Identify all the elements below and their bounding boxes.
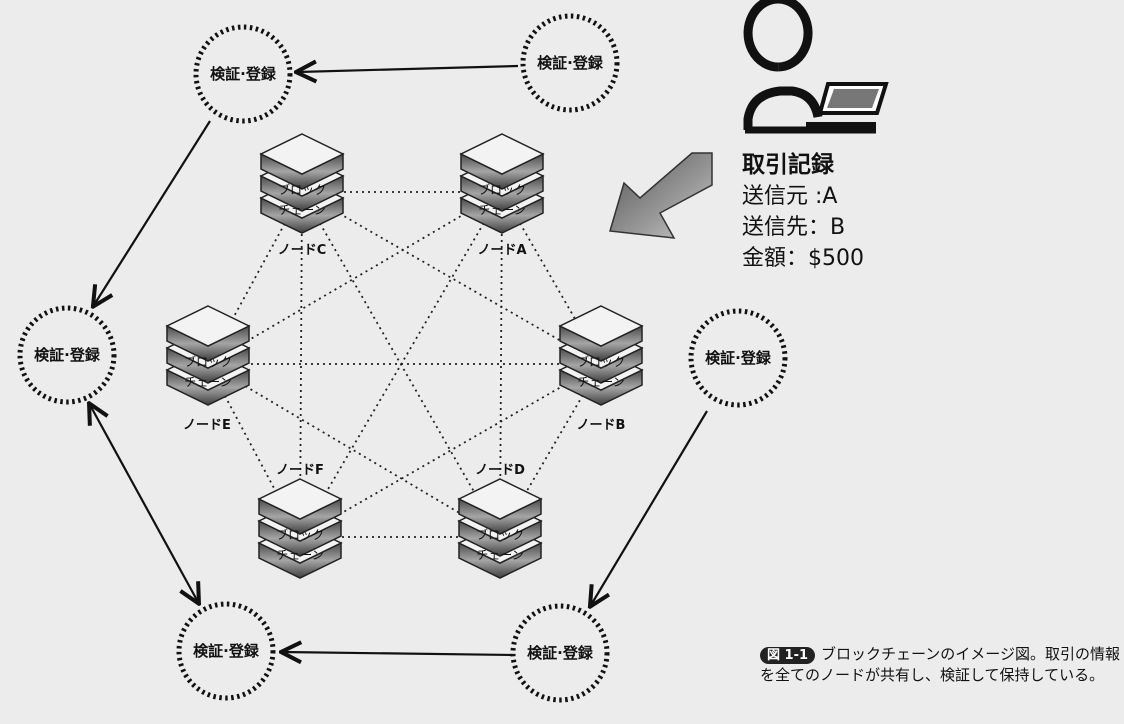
stack-label-chain: チェーン [276,548,323,562]
node-label-c: ノードC [278,243,327,258]
node-label-b: ノードB [577,418,626,433]
arrow-right-to-bottom-right [591,410,708,605]
transaction-sender: 送信元 :A [742,184,838,209]
stack-label-block: ブロック [476,527,524,542]
stack-label-chain: チェーン [577,375,624,389]
verify-label: 検証·登録 [34,346,101,364]
stack-label-block: ブロック [577,354,625,369]
connection-c-d [301,191,501,538]
verify-label: 検証·登録 [537,54,604,72]
stack-label-block: ブロック [478,182,526,197]
node-b-stack: ブロックチェーン [558,305,644,406]
node-c-stack: ブロックチェーン [259,133,345,234]
node-e-stack: ブロックチェーン [165,305,251,406]
verify-label: 検証·登録 [210,65,277,83]
transaction-title: 取引記録 [742,152,834,178]
connection-b-c [301,191,602,365]
arrow-bottom-right-to-bottom-left [283,652,513,655]
connection-d-e [207,363,501,538]
blockchain-nodes: ブロックチェーンブロックチェーンブロックチェーンブロックチェーンブロックチェーン… [165,133,644,579]
node-d-stack: ブロックチェーン [457,478,543,579]
verify-circle-top-left: 検証·登録 [193,24,293,124]
arrow-top-right-to-top-left [298,66,519,72]
verify-circle-bottom-right: 検証·登録 [510,603,610,703]
caption-text: ブロックチェーンのイメージ図。取引の情報を全てのノードが共有し、検証して保持して… [760,645,1120,684]
arrow-top-left-to-left [94,120,211,305]
node-label-a: ノードA [477,243,526,258]
stack-label-block: ブロック [276,527,324,542]
node-label-d: ノードD [475,463,525,478]
network-connections [207,191,602,538]
verify-label: 検証·登録 [527,644,594,662]
node-label-e: ノードE [183,418,231,433]
stack-label-chain: チェーン [184,375,231,389]
transaction-amount: 金額：$500 [742,246,864,271]
connection-a-e [207,191,503,365]
verify-circle-right: 検証·登録 [688,308,788,408]
connection-b-f [299,363,602,538]
figure-number-badge: 図 1-1 [760,647,816,664]
stack-label-block: ブロック [278,182,326,197]
verify-circle-left: 検証·登録 [17,305,117,405]
large-arrow-icon [609,152,713,239]
node-label-f: ノードF [276,463,324,478]
verification-flow [90,66,708,655]
verify-label: 検証·登録 [193,642,260,660]
stack-label-chain: チェーン [476,548,523,562]
node-labels: ノードC ノードA ノードB ノードE ノードF ノードD [183,243,625,478]
arrow-left-bottom-left-bidirectional [90,405,198,602]
verify-circle-top-right: 検証·登録 [520,13,620,113]
laptop-icon [806,82,889,128]
transaction-recipient: 送信先：B [742,215,846,240]
node-f-stack: ブロックチェーン [257,478,343,579]
node-a-stack: ブロックチェーン [459,133,545,234]
stack-label-chain: チェーン [278,203,325,217]
person-icon [743,0,876,134]
verify-label: 検証·登録 [705,349,772,367]
transaction-record: 取引記録 送信元 :A 送信先：B 金額：$500 [742,150,864,274]
stack-label-block: ブロック [184,354,232,369]
stack-label-chain: チェーン [478,203,525,217]
verify-circle-bottom-left: 検証·登録 [176,601,276,701]
